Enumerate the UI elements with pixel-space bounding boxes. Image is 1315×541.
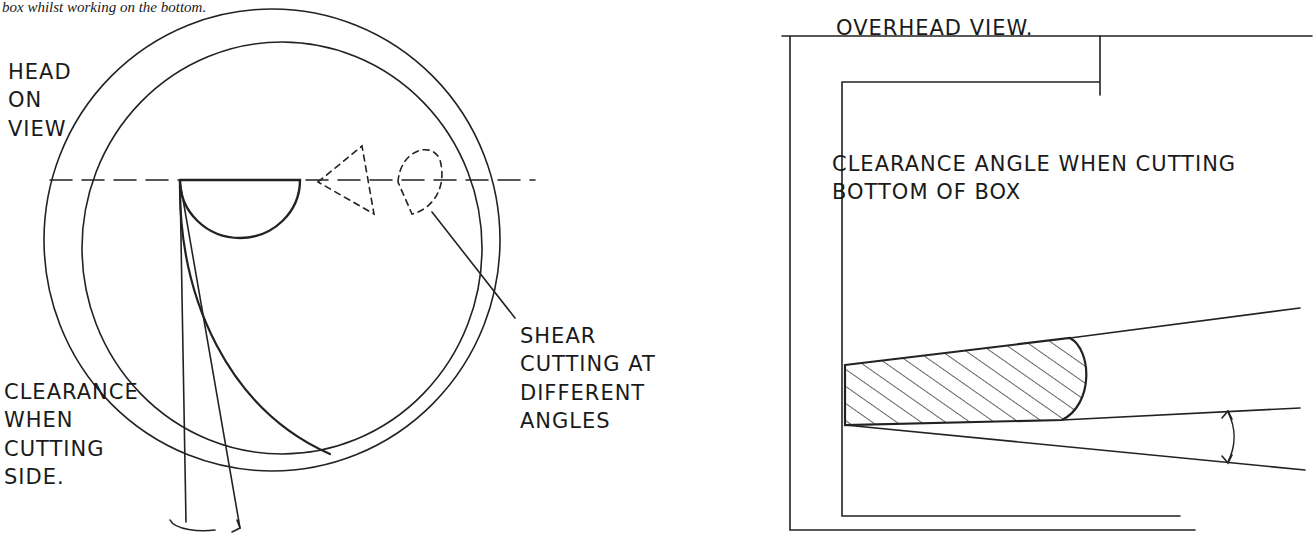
tool-edge — [1062, 408, 1300, 420]
tool-section — [845, 338, 1086, 425]
tool-ghost — [398, 150, 442, 214]
tool-ghost — [318, 146, 374, 214]
box-inner — [842, 36, 1180, 516]
note-label: CLEARANCE ANGLE WHEN CUTTING BOTTOM OF B… — [832, 150, 1252, 207]
angle-arc — [1228, 412, 1234, 462]
box-outer — [782, 36, 1312, 530]
angle-arrow — [232, 520, 240, 532]
cut-arc — [180, 180, 330, 454]
floor-line — [845, 425, 1305, 470]
view-title: HEAD ON VIEW — [8, 58, 98, 143]
leader-line — [180, 182, 240, 528]
leader-line — [432, 212, 515, 318]
caption-fragment: box whilst working on the bottom. — [2, 0, 422, 15]
leader-line — [180, 182, 186, 522]
tool-edge — [1070, 308, 1300, 338]
tool-profile — [180, 180, 300, 238]
angle-arrow — [1222, 411, 1232, 463]
angle-arc — [170, 520, 215, 531]
note-label: SHEAR CUTTING AT DIFFERENT ANGLES — [520, 322, 670, 435]
inner-wall — [82, 42, 482, 454]
note-label: CLEARANCE WHEN CUTTING SIDE. — [4, 378, 129, 491]
view-title: OVERHEAD VIEW. — [836, 14, 1136, 42]
